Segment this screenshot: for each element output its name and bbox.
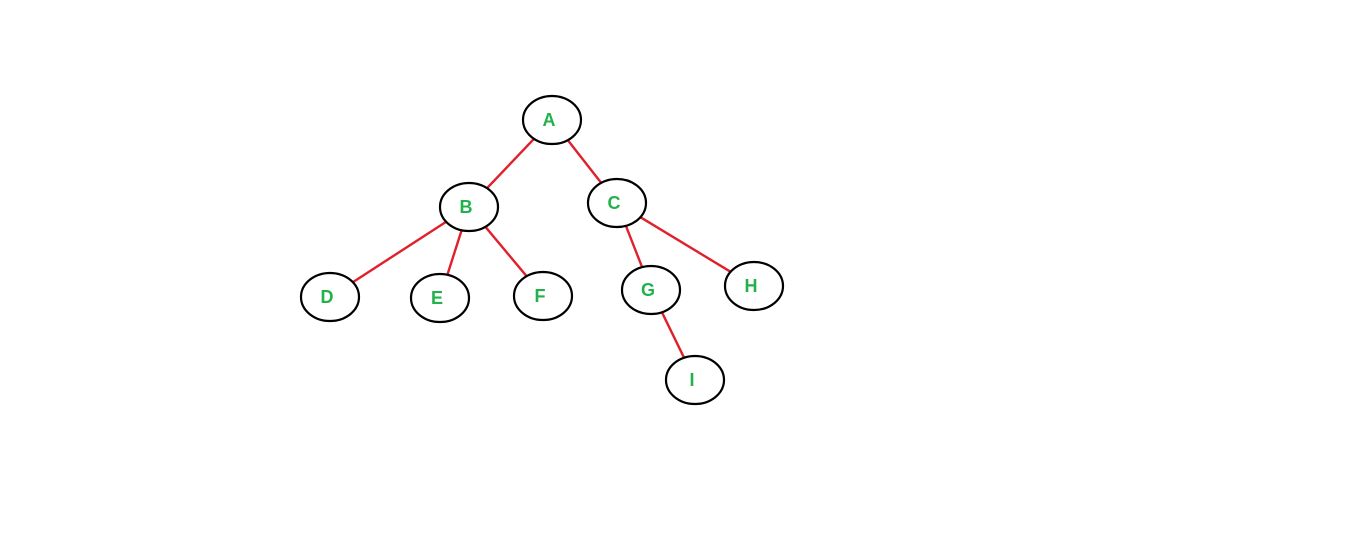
node-a-ellipse — [521, 94, 583, 146]
node-f: F — [512, 270, 574, 322]
node-f-ellipse — [512, 270, 574, 322]
edges-group — [351, 137, 732, 359]
node-f-label: F — [535, 286, 546, 306]
node-h-label: H — [745, 276, 758, 296]
node-a: A — [521, 94, 583, 146]
node-a-label: A — [543, 110, 556, 130]
node-e-label: E — [431, 288, 443, 308]
node-c: C — [586, 177, 648, 229]
edge-b-e — [446, 228, 463, 276]
node-c-label: C — [608, 193, 621, 213]
edge-a-c — [566, 138, 603, 185]
node-b-label: B — [460, 197, 473, 217]
node-e: E — [409, 272, 471, 324]
edge-c-g — [624, 224, 644, 269]
node-i-ellipse — [664, 354, 726, 406]
node-d: D — [299, 271, 361, 323]
node-h: H — [723, 260, 785, 312]
edge-b-d — [351, 220, 448, 284]
node-g-ellipse — [620, 264, 682, 316]
node-c-ellipse — [586, 177, 648, 229]
node-e-ellipse — [409, 272, 471, 324]
node-d-ellipse — [299, 271, 361, 323]
edge-b-f — [484, 225, 528, 278]
node-i: I — [664, 354, 726, 406]
node-b: B — [438, 181, 500, 233]
node-i-label: I — [689, 370, 694, 390]
node-h-ellipse — [723, 260, 785, 312]
edge-g-i — [660, 311, 686, 359]
edge-a-b — [485, 137, 536, 190]
edge-c-h — [639, 215, 732, 273]
node-g: G — [620, 264, 682, 316]
node-d-label: D — [321, 287, 334, 307]
nodes-group: A B C D E F G H — [299, 94, 785, 406]
node-b-ellipse — [438, 181, 500, 233]
node-g-label: G — [641, 280, 655, 300]
